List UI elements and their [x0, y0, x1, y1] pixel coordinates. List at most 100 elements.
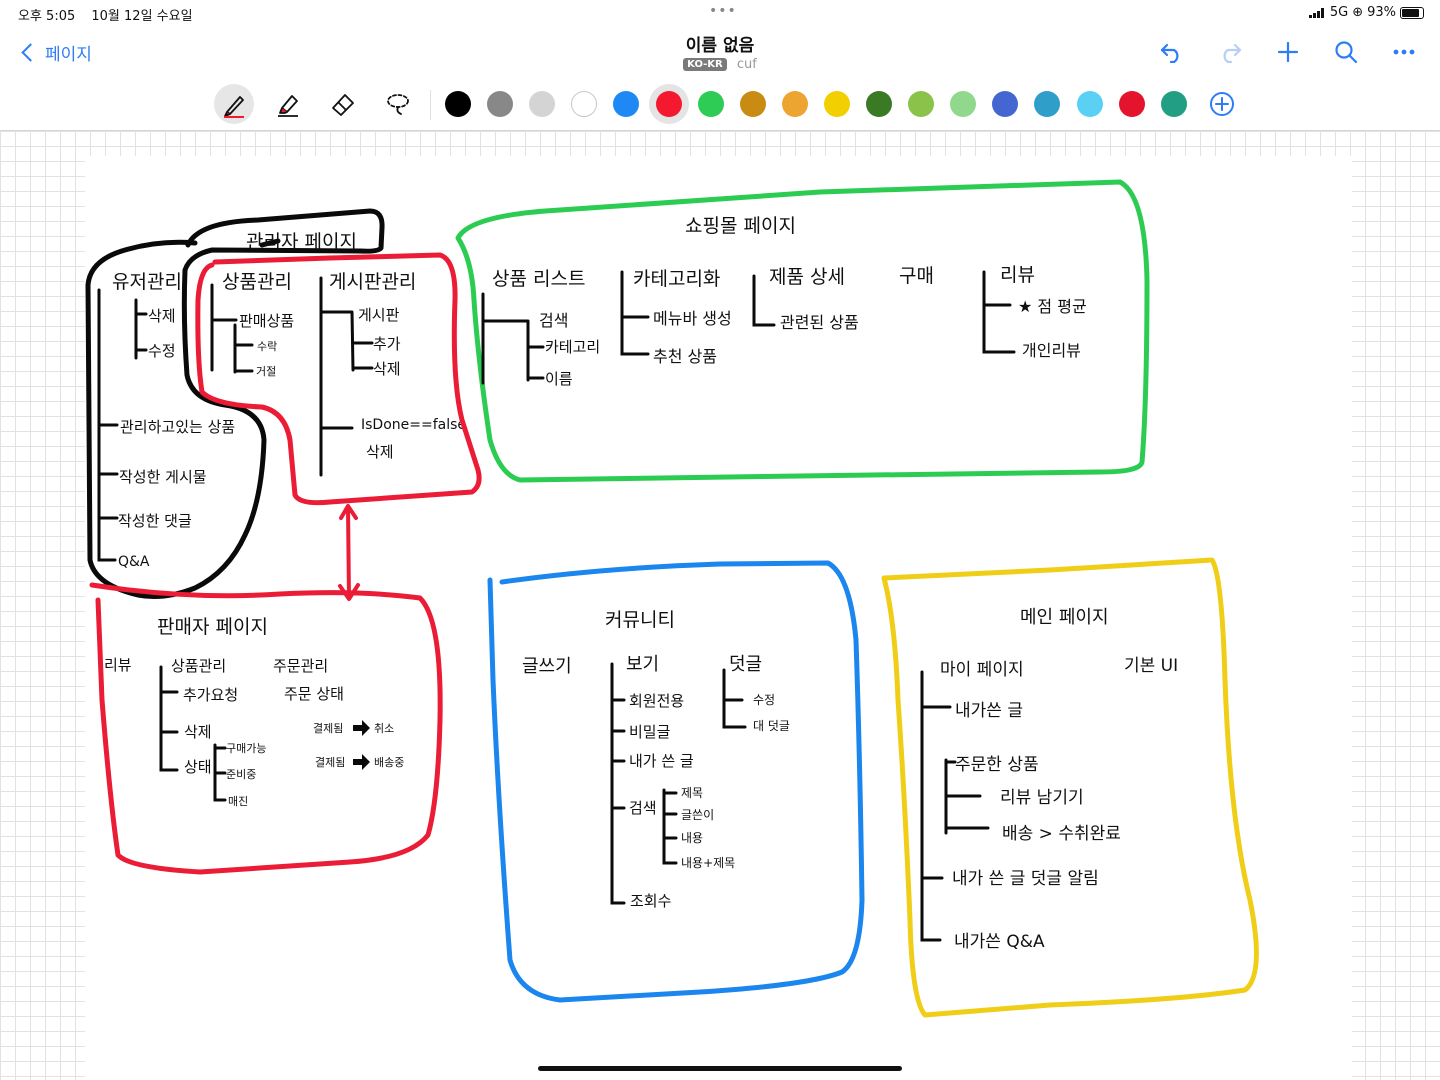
preparing: 준비중 — [226, 768, 256, 781]
color-swatch[interactable] — [655, 91, 682, 117]
color-swatch[interactable] — [1076, 91, 1103, 117]
user-mgmt: 유저관리 — [112, 271, 182, 293]
shop-sublabels: 검색 카테고리 이름 메뉴바 생성 추천 상품 관련된 상품 ★ 점 평균 개인… — [539, 297, 1087, 388]
comment: 덧글 — [729, 654, 762, 675]
product-board-outline — [195, 252, 482, 506]
seller-title: 판매자 페이지 — [157, 616, 268, 638]
pen-icon[interactable] — [214, 84, 254, 124]
product-detail: 제품 상세 — [769, 266, 845, 288]
redo-icon[interactable] — [1212, 38, 1248, 66]
recommend: 추천 상품 — [653, 347, 717, 366]
written-comments: 작성한 댓글 — [118, 512, 192, 530]
admin-sublabels: 삭제 수정 관리하고있는 상품 작성한 게시물 작성한 댓글 Q&A 판매상품 … — [118, 306, 466, 570]
drawing-toolbar — [0, 80, 1440, 131]
note-page[interactable] — [85, 156, 1352, 1080]
sold-out: 매진 — [228, 795, 248, 808]
board-mgmt: 게시판관리 — [329, 271, 416, 293]
admin-title: 관리자 페이지 — [246, 231, 357, 253]
eraser-icon[interactable] — [323, 84, 363, 124]
document-title[interactable]: 이름 없음 — [685, 36, 755, 56]
back-button[interactable]: 페이지 — [21, 40, 92, 65]
main-page-outline — [881, 557, 1259, 1018]
color-swatch[interactable] — [1118, 91, 1145, 117]
shop-title: 쇼핑몰 페이지 — [685, 215, 796, 237]
accept: 수락 — [257, 340, 277, 353]
admin-outline — [85, 208, 385, 599]
color-swatch[interactable] — [908, 91, 935, 117]
members-only: 회원전용 — [629, 692, 684, 710]
views: 조회수 — [630, 892, 671, 910]
color-swatch[interactable] — [1160, 91, 1187, 117]
color-swatch[interactable] — [487, 91, 514, 117]
cancel: 취소 — [374, 722, 394, 735]
write: 글쓰기 — [522, 656, 572, 677]
note-canvas[interactable] — [0, 131, 1440, 1080]
color-swatch[interactable] — [823, 91, 850, 117]
user-edit: 수정 — [148, 342, 176, 360]
community-tree-lines — [610, 662, 747, 905]
color-swatch[interactable] — [992, 91, 1019, 117]
community-labels: 커뮤니티 글쓰기 보기 덧글 회원전용 비밀글 내가 쓴 글 검색 제목 글쓴이… — [522, 609, 790, 910]
name: 이름 — [545, 370, 573, 388]
password-post: 비밀글 — [629, 723, 671, 741]
shop-labels: 쇼핑몰 페이지 상품 리스트 카테고리화 제품 상세 구매 리뷰 — [492, 215, 1035, 290]
add-request: 추가요청 — [183, 686, 238, 704]
search-content-title: 내용+제목 — [681, 856, 735, 870]
color-swatch[interactable] — [697, 91, 724, 117]
my-posts: 내가 쓴 글 — [629, 752, 694, 770]
isdone-condition: IsDone==false — [361, 417, 466, 433]
main-title: 메인 페이지 — [1020, 607, 1109, 628]
seller-arrows — [353, 720, 370, 770]
network-label: 5G — [1329, 5, 1349, 20]
purchase: 구매 — [899, 265, 934, 287]
comment-reply: 대 덧글 — [753, 719, 790, 733]
main-tree-lines — [920, 670, 990, 942]
multitasking-dots-icon[interactable]: ••• — [709, 3, 737, 19]
undo-icon[interactable] — [1154, 38, 1190, 66]
color-swatch[interactable] — [950, 91, 977, 117]
home-indicator[interactable] — [538, 1066, 902, 1071]
seller-delete: 삭제 — [184, 723, 212, 741]
color-swatch[interactable] — [866, 91, 892, 117]
lasso-icon[interactable] — [378, 84, 418, 124]
community-title: 커뮤니티 — [605, 609, 675, 631]
paid-2: 결제됨 — [315, 756, 345, 769]
order-status: 주문 상태 — [284, 685, 344, 703]
status-right: 5G ⊕ 93% — [1308, 5, 1424, 20]
category: 카테고리 — [545, 338, 600, 356]
color-swatch[interactable] — [1034, 91, 1061, 117]
qna: Q&A — [118, 554, 150, 570]
color-swatch[interactable] — [571, 91, 598, 117]
basic-ui: 기본 UI — [1124, 656, 1178, 676]
board: 게시판 — [358, 306, 400, 324]
isdone-delete: 삭제 — [366, 443, 394, 461]
color-swatch[interactable] — [613, 91, 640, 117]
search-icon[interactable] — [1328, 38, 1364, 66]
plus-icon[interactable] — [1270, 38, 1306, 66]
delivery-received: 배송 > 수취완료 — [1002, 824, 1121, 844]
arrow-right-icon-1 — [353, 720, 370, 736]
available: 구매가능 — [226, 742, 266, 755]
color-swatch[interactable] — [781, 91, 808, 117]
avg-rating: ★ 점 평균 — [1018, 297, 1087, 316]
paid-1: 결제됨 — [313, 722, 343, 735]
add-color-icon[interactable] — [1209, 91, 1235, 117]
language-badge: KO-KR — [683, 58, 727, 71]
battery-percent: 93% — [1367, 5, 1396, 20]
leave-review: 리뷰 남기기 — [1000, 788, 1084, 808]
document-tag: cuf — [736, 57, 757, 72]
more-icon[interactable] — [1386, 38, 1422, 66]
comment-edit: 수정 — [753, 693, 775, 707]
shop-tree-lines — [481, 270, 1016, 385]
color-swatch[interactable] — [529, 91, 556, 117]
back-label: 페이지 — [45, 45, 92, 65]
color-swatch[interactable] — [445, 91, 471, 117]
product-list: 상품 리스트 — [492, 268, 585, 290]
admin-labels: 관리자 페이지 유저관리 상품관리 게시판관리 — [112, 231, 416, 293]
color-swatch[interactable] — [739, 91, 766, 117]
order-mgmt: 주문관리 — [273, 657, 328, 675]
community-search: 검색 — [629, 799, 657, 817]
highlighter-icon[interactable] — [268, 84, 308, 124]
admin-tree-lines — [97, 276, 374, 562]
